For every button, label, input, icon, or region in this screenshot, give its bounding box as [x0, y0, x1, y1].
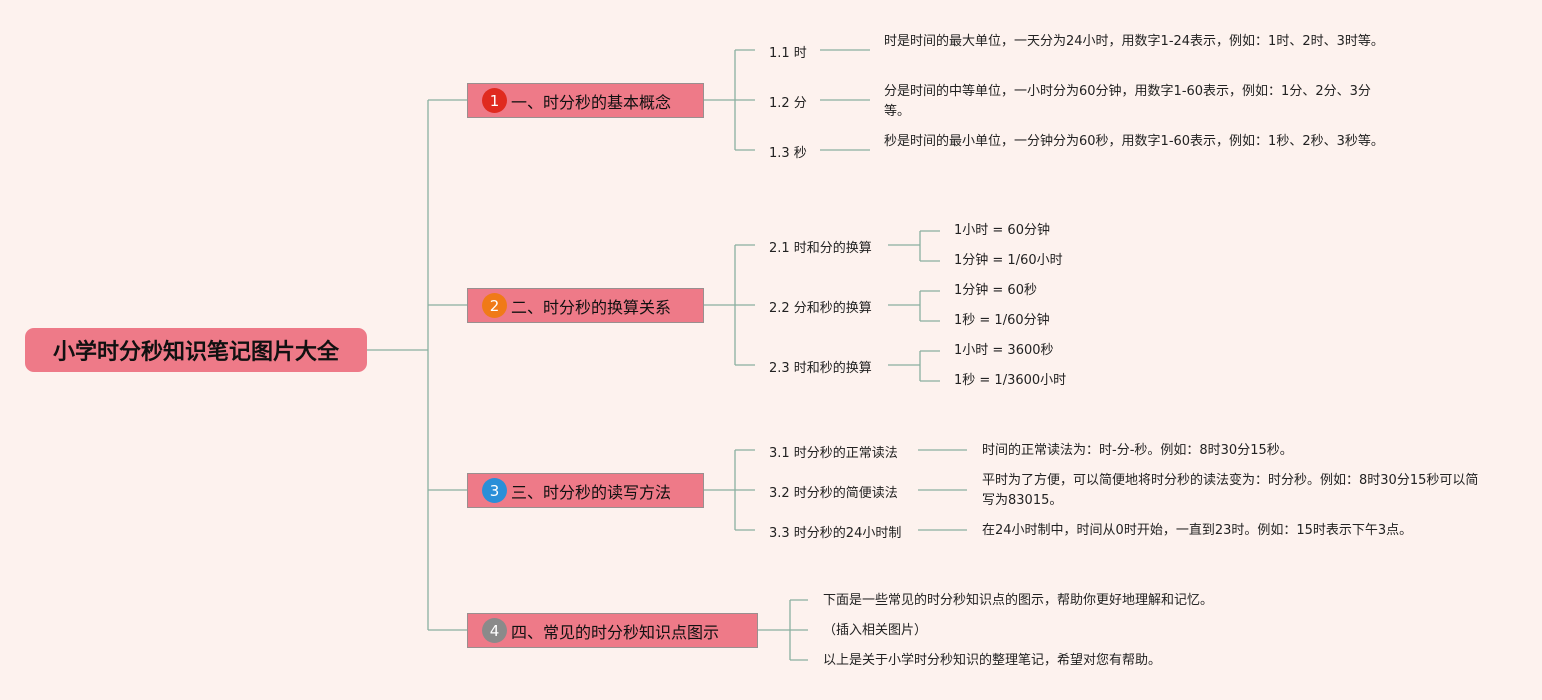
subtopic-3-2[interactable]: 3.2 时分秒的简便读法 [769, 486, 898, 501]
subtopic-2-2[interactable]: 2.2 分和秒的换算 [769, 301, 872, 316]
leaf-2-1-a: 1小时 = 60分钟 [954, 223, 1050, 238]
connector-b4 [758, 599, 808, 661]
number-badge-4: 4 [482, 618, 507, 643]
leaf-4-3: 以上是关于小学时分秒知识的整理笔记，希望对您有帮助。 [823, 653, 1162, 668]
branch-basic-concepts[interactable]: 1 一、时分秒的基本概念 [467, 83, 704, 118]
branch-title: 二、时分秒的换算关系 [511, 297, 672, 317]
subtopic-3-3[interactable]: 3.3 时分秒的24小时制 [769, 526, 902, 541]
number-badge-1: 1 [482, 88, 507, 113]
leaf-1-1: 时是时间的最大单位，一天分为24小时，用数字1-24表示，例如：1时、2时、3时… [884, 34, 1384, 49]
subtopic-1-2[interactable]: 1.2 分 [769, 96, 807, 111]
subtopic-3-1[interactable]: 3.1 时分秒的正常读法 [769, 446, 898, 461]
subtopic-1-1[interactable]: 1.1 时 [769, 46, 807, 61]
leaf-2-2-b: 1秒 = 1/60分钟 [954, 313, 1050, 328]
branch-title: 一、时分秒的基本概念 [511, 92, 672, 112]
leaf-2-3-b: 1秒 = 1/3600小时 [954, 373, 1067, 388]
branch-common-diagrams[interactable]: 4 四、常见的时分秒知识点图示 [467, 613, 758, 648]
number-badge-3: 3 [482, 478, 507, 503]
connector-root [367, 99, 467, 631]
leaf-3-1: 时间的正常读法为：时-分-秒。例如：8时30分15秒。 [982, 443, 1293, 458]
leaf-2-3-a: 1小时 = 3600秒 [954, 343, 1054, 358]
subtopic-1-3[interactable]: 1.3 秒 [769, 146, 807, 161]
root-title: 小学时分秒知识笔记图片大全 [52, 340, 339, 365]
leaf-3-3: 在24小时制中，时间从0时开始，一直到23时。例如：15时表示下午3点。 [982, 523, 1413, 538]
connector-b3 [704, 449, 967, 531]
connector-b2 [704, 230, 940, 382]
leaf-1-2: 分是时间的中等单位，一小时分为60分钟，用数字1-60表示，例如：1分、2分、3… [884, 84, 1371, 119]
leaf-2-2-a: 1分钟 = 60秒 [954, 283, 1037, 298]
branch-reading-writing[interactable]: 3 三、时分秒的读写方法 [467, 473, 704, 508]
leaf-1-3: 秒是时间的最小单位，一分钟分为60秒，用数字1-60表示，例如：1秒、2秒、3秒… [884, 134, 1384, 149]
leaf-4-1: 下面是一些常见的时分秒知识点的图示，帮助你更好地理解和记忆。 [823, 593, 1214, 608]
leaf-4-2: （插入相关图片） [823, 623, 928, 638]
branch-title: 三、时分秒的读写方法 [511, 482, 672, 502]
leaf-3-2: 平时为了方便，可以简便地将时分秒的读法变为：时分秒。例如：8时30分15秒可以简… [982, 473, 1479, 508]
branch-title: 四、常见的时分秒知识点图示 [511, 622, 720, 642]
subtopic-2-3[interactable]: 2.3 时和秒的换算 [769, 361, 872, 376]
branch-conversions[interactable]: 2 二、时分秒的换算关系 [467, 288, 704, 323]
number-badge-2: 2 [482, 293, 507, 318]
root-topic[interactable]: 小学时分秒知识笔记图片大全 [25, 328, 367, 372]
leaf-2-1-b: 1分钟 = 1/60小时 [954, 253, 1063, 268]
connector-b1 [704, 49, 870, 151]
subtopic-2-1[interactable]: 2.1 时和分的换算 [769, 241, 872, 256]
